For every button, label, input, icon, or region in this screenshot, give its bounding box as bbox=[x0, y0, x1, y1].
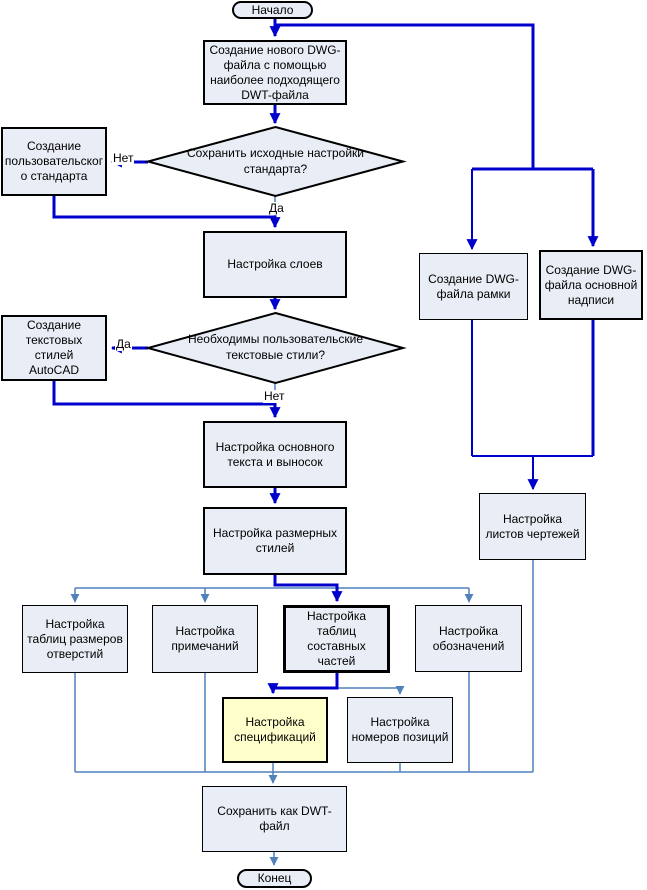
node-custom-standard: Создание пользовательског о стандарта bbox=[1, 127, 107, 196]
connector-dimstyles-to-parts bbox=[273, 575, 343, 603]
edge-label-decision1-no: Нет bbox=[112, 151, 135, 165]
node-save-dwt: Сохранить как DWT- файл bbox=[202, 786, 347, 852]
node-dim-styles: Настройка размерных стилей bbox=[203, 507, 347, 575]
node-sheets: Настройка листов чертежей bbox=[479, 493, 586, 560]
node-create-dwg: Создание нового DWG- файла с помощью наи… bbox=[203, 40, 347, 105]
node-frame-dwg: Создание DWG- файла рамки bbox=[419, 253, 528, 320]
edge-label-decision2-yes: Да bbox=[115, 337, 132, 351]
decision1-text: Сохранить исходные настройки стандарта? bbox=[186, 146, 364, 176]
connector-start-branch-right bbox=[275, 23, 535, 169]
connector-parts-to-specs bbox=[267, 673, 339, 695]
connector-textstyles-return bbox=[52, 381, 281, 419]
node-text-styles: Создание текстовых стилей AutoCAD bbox=[1, 315, 107, 381]
node-title-block-dwg: Создание DWG- файла основной надписи bbox=[539, 250, 643, 320]
decision1-diamond bbox=[144, 125, 407, 198]
decision-shapes bbox=[144, 125, 407, 385]
node-end: Конец bbox=[237, 869, 312, 888]
connector-standard-return bbox=[52, 196, 281, 229]
node-layers: Настройка слоев bbox=[203, 231, 347, 298]
node-hole-tables: Настройка таблиц размеров отверстий bbox=[22, 605, 128, 673]
decision2-diamond bbox=[144, 311, 407, 385]
node-main-text: Настройка основного текста и выносок bbox=[203, 421, 347, 488]
connector-to-item-numbers bbox=[337, 685, 405, 695]
node-start: Начало bbox=[232, 1, 313, 19]
edge-label-decision1-yes: Да bbox=[268, 201, 285, 215]
node-notes: Настройка примечаний bbox=[152, 605, 258, 673]
node-specs: Настройка спецификаций bbox=[222, 697, 328, 763]
edge-label-decision2-no: Нет bbox=[263, 389, 286, 403]
decision2-text: Необходимы пользовательские текстовые ст… bbox=[187, 332, 364, 362]
node-parts-tables: Настройка таблиц составных частей bbox=[283, 605, 390, 673]
node-symbols: Настройка обозначений bbox=[415, 605, 522, 672]
node-item-numbers: Настройка номеров позиций bbox=[347, 697, 453, 763]
secondary-flow-lines bbox=[70, 196, 534, 866]
